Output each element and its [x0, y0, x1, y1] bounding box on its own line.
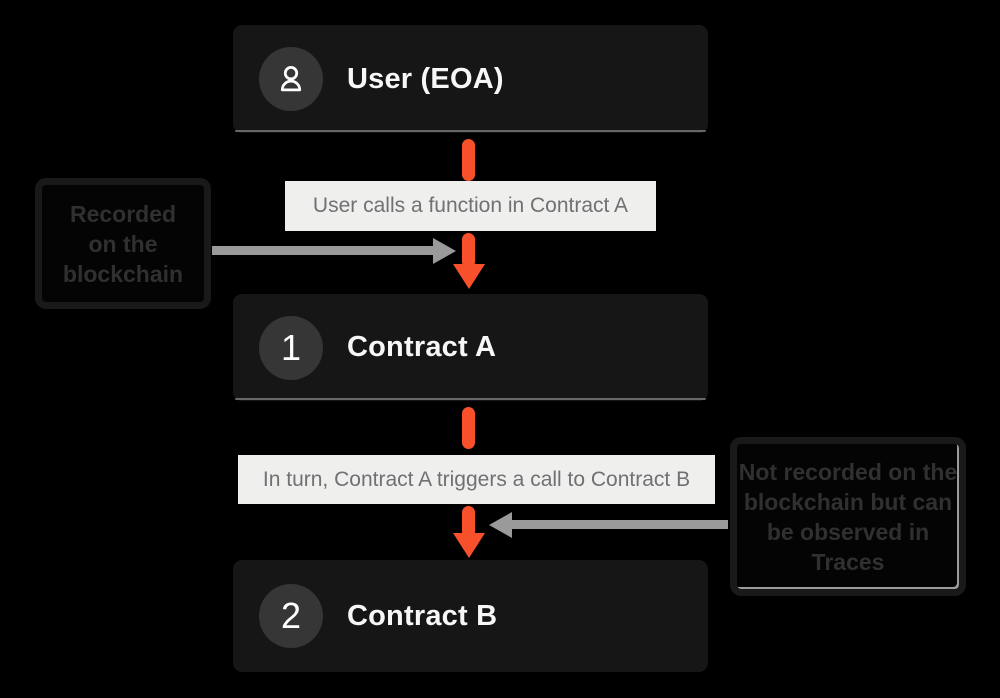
callout-recorded-line-3: blockchain	[62, 260, 184, 287]
callout-not-recorded-line-3: be observed in	[766, 518, 930, 545]
edge-label-user-call: User calls a function in Contract A	[285, 181, 656, 231]
callout-recorded-line-2: on the	[88, 230, 158, 257]
callout-not-recorded: Not recorded on the blockchain but can b…	[730, 437, 966, 596]
gray-arrow-recorded-head	[433, 238, 456, 264]
arrow-a-to-b-shaft-bottom	[462, 506, 475, 538]
node-contract-b-label: Contract B	[347, 599, 498, 632]
arrow-user-to-a-shaft-bottom	[462, 233, 475, 268]
user-avatar-badge	[259, 47, 323, 111]
gray-arrow-not-recorded-head	[489, 512, 512, 538]
gray-arrow-recorded-shaft	[212, 246, 436, 255]
contract-b-number: 2	[280, 595, 302, 636]
callout-recorded-line-1: Recorded	[69, 200, 177, 227]
node-contract-a-divider	[235, 398, 706, 400]
arrow-user-to-a-shaft-top	[462, 139, 475, 181]
arrow-a-to-b-head	[453, 533, 485, 558]
node-contract-b: 2 Contract B	[233, 560, 708, 672]
node-user-eoa: User (EOA)	[233, 25, 708, 133]
contract-b-number-badge: 2	[259, 584, 323, 648]
arrow-user-to-a-head	[453, 264, 485, 289]
edge-label-contract-call: In turn, Contract A triggers a call to C…	[238, 455, 715, 504]
node-contract-a: 1 Contract A	[233, 294, 708, 401]
contract-a-number-badge: 1	[259, 315, 323, 380]
node-user-label: User (EOA)	[347, 62, 504, 95]
node-user-divider	[235, 130, 706, 132]
arrow-a-to-b-shaft-top	[462, 407, 475, 449]
callout-not-recorded-line-4: Traces	[811, 548, 885, 575]
callout-not-recorded-line-1: Not recorded on the	[738, 458, 958, 485]
callout-not-recorded-line-2: blockchain but can	[743, 488, 953, 515]
callout-recorded: Recorded on the blockchain	[35, 178, 211, 309]
node-contract-a-label: Contract A	[347, 331, 497, 363]
gray-arrow-not-recorded-shaft	[512, 520, 728, 529]
user-icon	[280, 66, 302, 92]
contract-a-number: 1	[280, 326, 302, 368]
